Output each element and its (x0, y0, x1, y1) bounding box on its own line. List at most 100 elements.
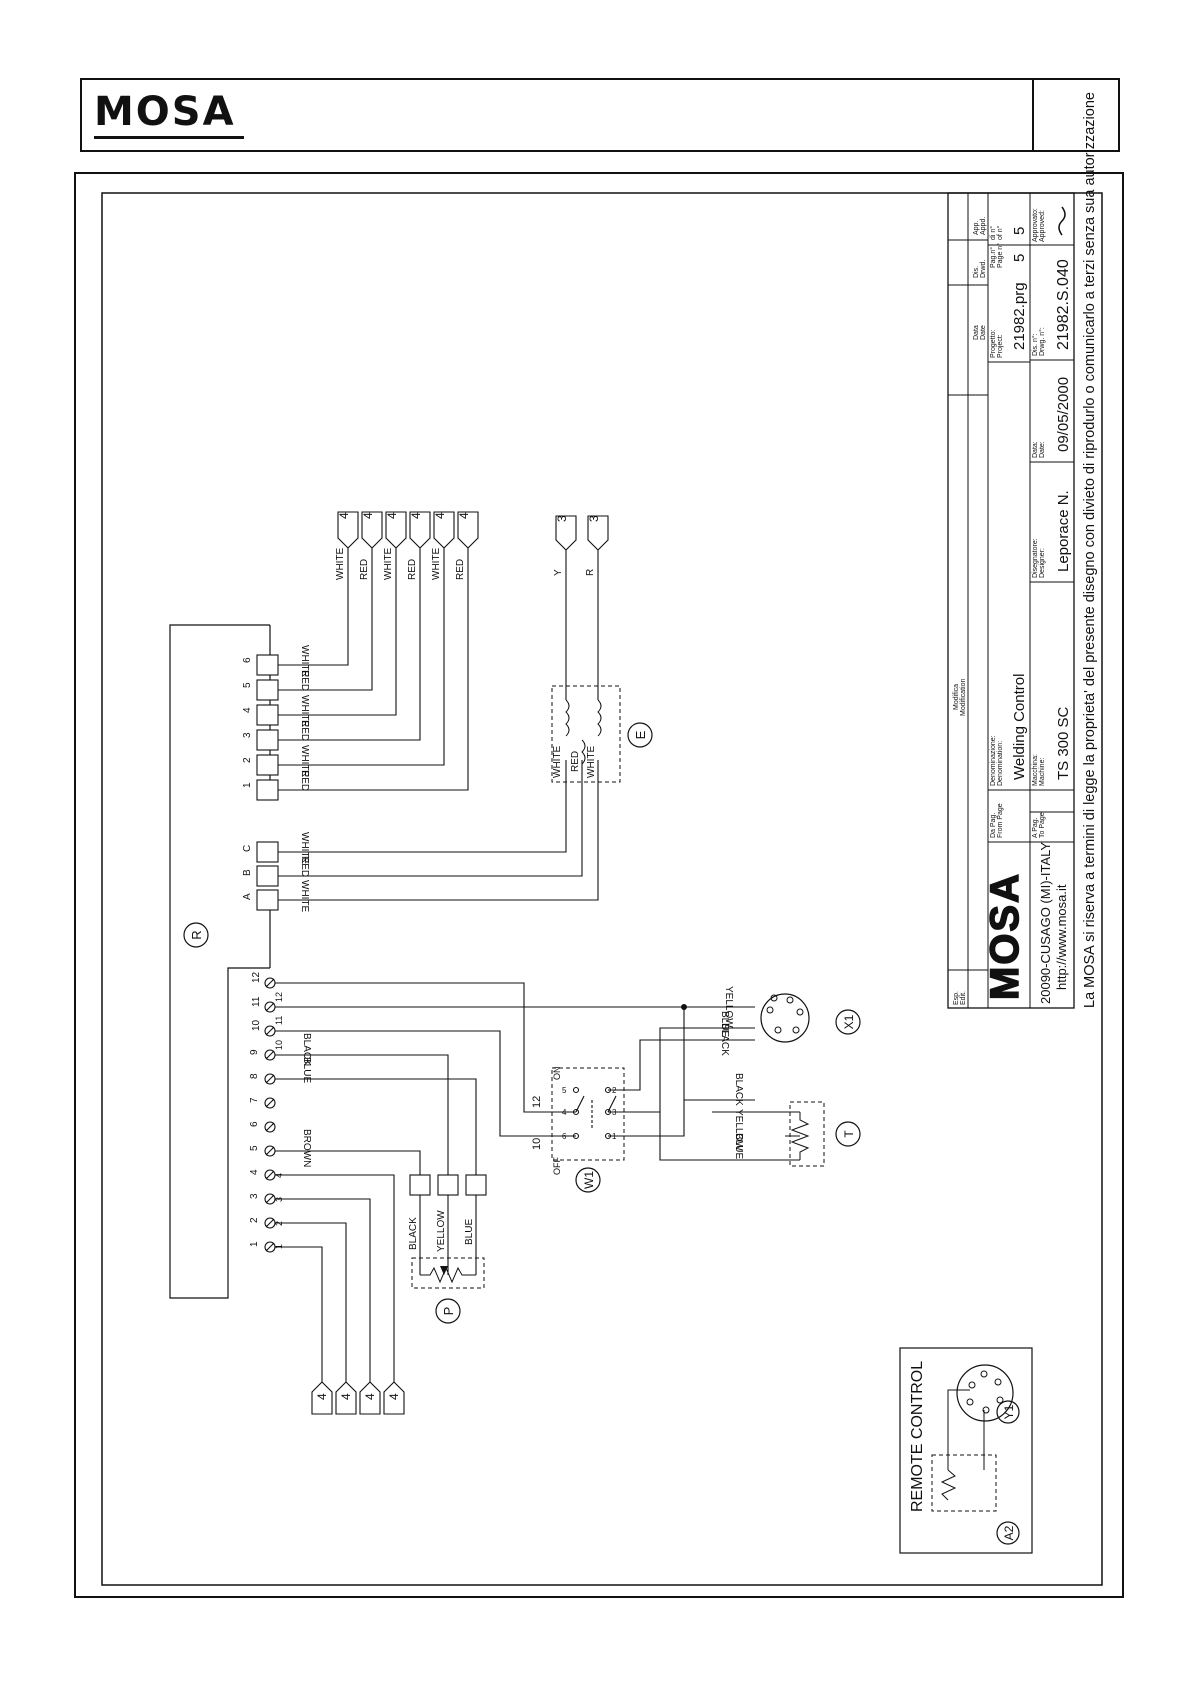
svg-text:Date: Date (980, 325, 987, 340)
svg-text:YELLOW: YELLOW (436, 1210, 447, 1252)
designer-value: Leporace N. (1055, 490, 1072, 572)
svg-text:di n°: di n° (989, 226, 997, 240)
svg-text:6: 6 (249, 1121, 260, 1127)
te-white1: WHITE (552, 745, 563, 778)
wl-4: WHITE (299, 695, 310, 728)
svg-text:Modification: Modification (960, 679, 967, 716)
svg-text:11: 11 (274, 1016, 284, 1025)
switch-12-label: 12 (531, 1096, 543, 1108)
wires-1-6 (278, 548, 469, 791)
wu-5: WHITE (431, 547, 442, 580)
title-block-headers: Esp. Edit. Modifica Modification Data Da… (953, 208, 1046, 1005)
ct4-1: 4 (337, 512, 351, 519)
T-box (789, 1101, 825, 1167)
label-E: E (633, 730, 648, 739)
p-block-3 (465, 1174, 487, 1196)
T-resistor (790, 1112, 810, 1160)
svg-text:Machine:: Machine: (1039, 758, 1046, 786)
socket-Y1-pins (966, 1370, 1004, 1414)
switch-on-label: ON (552, 1067, 562, 1081)
P-box (411, 1257, 485, 1289)
A2-box (931, 1454, 997, 1512)
wires-strip-bottom (275, 1174, 395, 1392)
svg-text:1: 1 (274, 1244, 284, 1249)
address-text: 20090-CUSAGO (MI)-ITALY (1038, 842, 1053, 1004)
abc-b-label: RED (299, 856, 310, 877)
terminal-label-4: 4 (242, 707, 253, 713)
switch-10-label: 10 (531, 1138, 543, 1150)
of-value: 5 (1011, 227, 1028, 235)
socket-X1-pins (766, 994, 804, 1034)
inner-border (101, 192, 1103, 1586)
svg-text:Drwg. n°:: Drwg. n°: (1038, 327, 1046, 356)
svg-text:2: 2 (274, 1221, 284, 1226)
wl-2: WHITE (299, 745, 310, 778)
svg-text:Pag.n°: Pag.n° (989, 247, 997, 268)
svg-text:Dis.: Dis. (973, 266, 980, 278)
svg-text:BLUE: BLUE (719, 1011, 730, 1037)
te-Y: Y (553, 569, 564, 576)
mosa-logo: MOSA (94, 89, 236, 135)
svg-text:4: 4 (363, 1393, 377, 1400)
ct4-5: 4 (433, 512, 447, 519)
page-value: 5 (1011, 254, 1028, 262)
ct4-2: 4 (361, 512, 375, 519)
wl-1: RED (299, 770, 310, 791)
abc-wire-labels: WHITE RED WHITE (299, 832, 310, 913)
box-R-outline (169, 624, 270, 1299)
svg-text:of n°: of n° (996, 225, 1004, 240)
svg-text:App.: App. (973, 221, 980, 235)
machine-value: TS 300 SC (1055, 706, 1072, 780)
x1-wire-labels: YELLOW BLUE BLACK (719, 986, 734, 1056)
svg-text:9: 9 (249, 1049, 260, 1055)
wu-2: RED (359, 559, 370, 580)
te-white2: WHITE (586, 745, 597, 778)
header-separator (1032, 80, 1034, 150)
svg-text:Da Pag.: Da Pag. (990, 813, 997, 838)
svg-text:Disegnatore:: Disegnatore: (1032, 538, 1039, 578)
P-wiper (440, 1266, 448, 1275)
svg-text:11: 11 (251, 996, 262, 1007)
svg-text:Modifica: Modifica (953, 684, 960, 710)
approval-signature (1058, 206, 1066, 236)
svg-text:Denominazione:: Denominazione: (990, 735, 997, 786)
wire-labels-lower: WHITE RED WHITE RED WHITE RED (299, 645, 310, 791)
date-value: 09/05/2000 (1055, 377, 1072, 452)
wires-10-12 (275, 982, 785, 1161)
svg-text:Data:: Data: (1032, 441, 1039, 458)
svg-text:Designer:: Designer: (1039, 548, 1046, 578)
label-T: T (842, 1130, 856, 1138)
title-block (947, 192, 1075, 1009)
svg-text:4: 4 (274, 1173, 284, 1178)
svg-text:3: 3 (249, 1193, 260, 1199)
terminal-label-5: 5 (242, 682, 253, 688)
te-R: R (585, 569, 596, 576)
connector-bottom-4-labels: 4 4 4 4 (315, 1393, 401, 1400)
te-red: RED (570, 751, 581, 772)
svg-text:10: 10 (274, 1040, 284, 1050)
svg-text:YELLOW: YELLOW (723, 986, 734, 1028)
svg-text:4: 4 (339, 1393, 353, 1400)
svg-text:Date:: Date: (1039, 441, 1046, 458)
label-Y1: Y1 (1002, 1404, 1016, 1419)
svg-text:10: 10 (251, 1019, 262, 1031)
terminal-label-b: B (242, 869, 253, 876)
svg-text:7: 7 (249, 1097, 260, 1103)
svg-text:Edit.: Edit. (960, 991, 967, 1005)
svg-text:BLUE: BLUE (733, 1133, 744, 1159)
wl-5: RED (299, 670, 310, 691)
svg-text:Macchina:: Macchina: (1032, 754, 1039, 786)
website-text: http://www.mosa.it (1054, 884, 1069, 990)
drawing-number-value: 21982.S.040 (1055, 259, 1072, 350)
label-W1: W1 (582, 1171, 596, 1189)
transformer-coils (565, 699, 602, 765)
svg-text:BLACK: BLACK (719, 1023, 730, 1056)
label-P: P (441, 1307, 456, 1316)
label-circle-R (183, 922, 209, 948)
svg-text:Denomination:: Denomination: (997, 741, 1004, 786)
svg-text:Data: Data (973, 325, 980, 340)
svg-text:Appd.: Appd. (980, 217, 987, 235)
ct4-3: 4 (385, 512, 399, 519)
svg-text:BROWN: BROWN (301, 1129, 312, 1167)
svg-text:3: 3 (274, 1197, 284, 1202)
